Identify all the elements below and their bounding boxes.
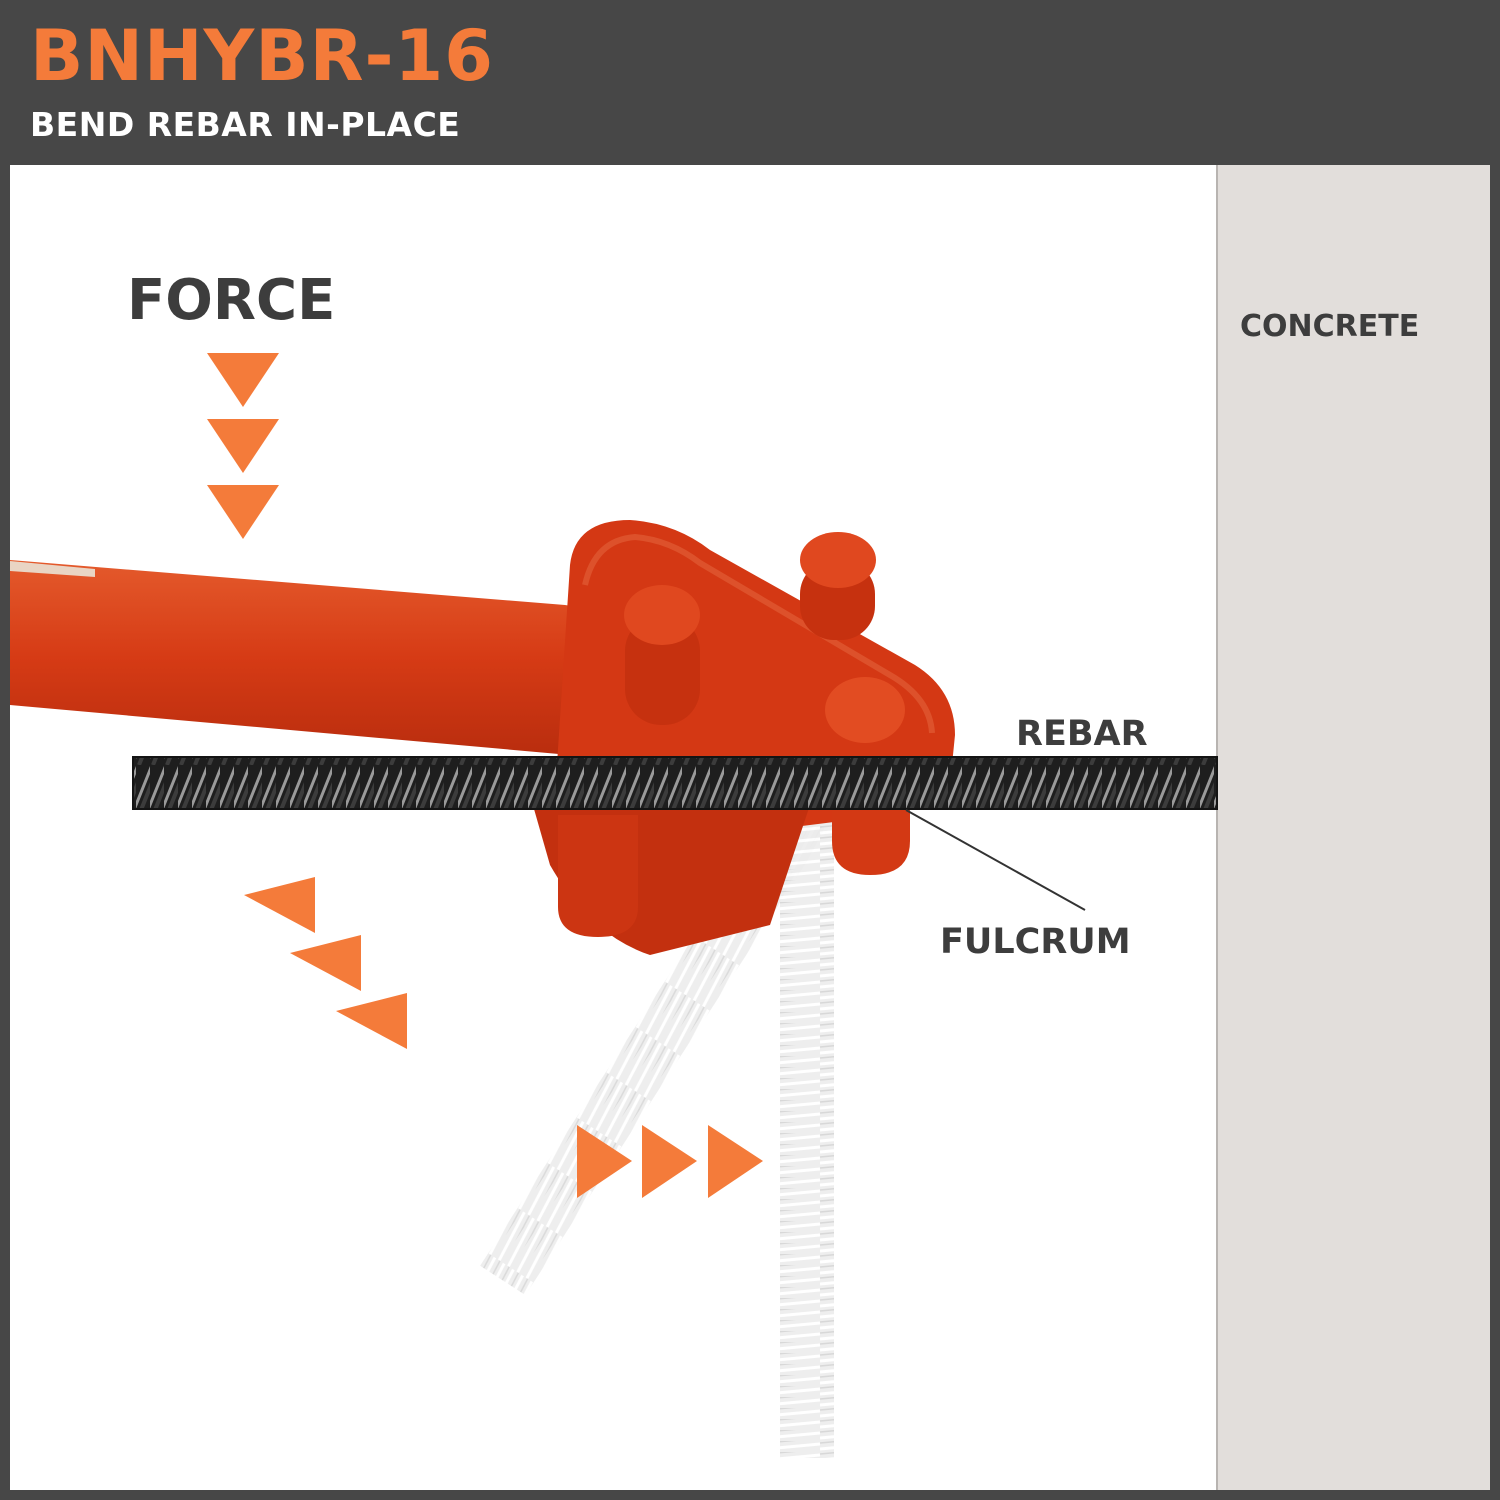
fulcrum-label: FULCRUM	[940, 922, 1131, 962]
bend-direction-arrows-right	[577, 1125, 763, 1198]
header-bar: BNHYBR-16 BEND REBAR IN-PLACE	[0, 0, 1500, 165]
bending-diagram	[10, 165, 1490, 1490]
bender-handle	[10, 560, 625, 756]
force-arrows	[207, 353, 279, 539]
force-label: FORCE	[127, 268, 336, 333]
bender-pin	[625, 615, 700, 725]
rebar	[133, 757, 1217, 809]
product-subtitle: BEND REBAR IN-PLACE	[30, 105, 461, 144]
product-title: BNHYBR-16	[30, 15, 494, 97]
concrete-label: CONCRETE	[1240, 309, 1420, 344]
diagram-panel: FORCE CONCRETE REBAR FULCRUM	[10, 165, 1490, 1490]
ghost-rebar-vertical	[780, 813, 834, 1458]
fulcrum-pointer	[905, 809, 1086, 911]
rebar-label: REBAR	[1016, 714, 1148, 754]
bend-direction-arrows-diagonal	[244, 877, 407, 1049]
fulcrum-pin	[825, 677, 905, 743]
concrete-wall	[1217, 165, 1490, 1490]
